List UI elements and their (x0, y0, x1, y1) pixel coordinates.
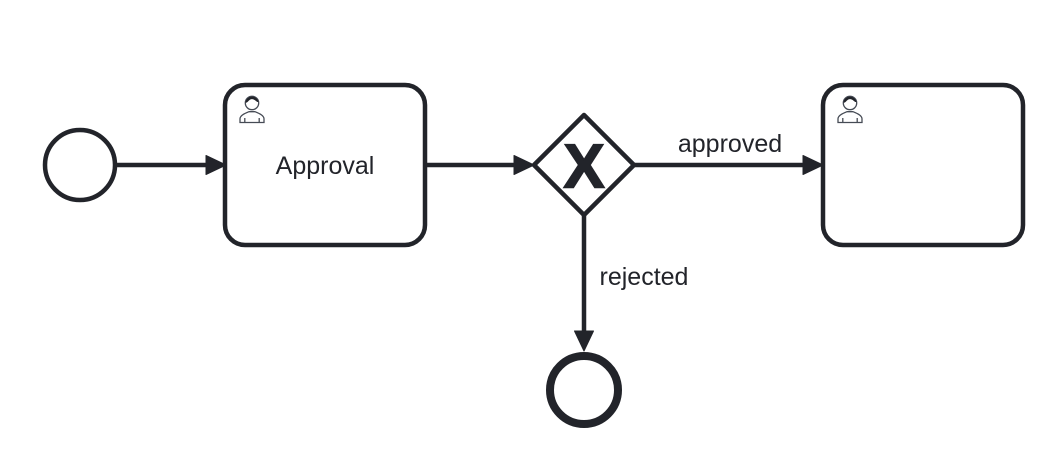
task-label: Approval (276, 152, 375, 180)
arrowhead-icon (574, 330, 594, 352)
user-icon (239, 95, 265, 124)
exclusive-gateway[interactable]: X (531, 112, 637, 218)
sequence-flow-start-to-approval[interactable] (117, 155, 227, 175)
end-event-circle[interactable] (546, 352, 622, 428)
user-task-approved-target[interactable] (820, 82, 1026, 248)
sequence-flow-approved[interactable]: approved (634, 130, 824, 175)
flow-label-approved[interactable]: approved (678, 130, 782, 158)
user-task-approval[interactable]: Approval (222, 82, 428, 248)
arrowhead-icon (802, 155, 824, 175)
end-event[interactable] (546, 352, 622, 428)
arrowhead-icon (513, 155, 535, 175)
start-event-circle[interactable] (42, 127, 118, 203)
task-rect[interactable] (820, 82, 1026, 248)
user-icon (837, 95, 863, 124)
sequence-flow-approval-to-gateway[interactable] (425, 155, 535, 175)
sequence-flow-rejected[interactable]: rejected (574, 215, 689, 352)
arrowhead-icon (205, 155, 227, 175)
flow-label-rejected[interactable]: rejected (600, 263, 689, 291)
start-event[interactable] (42, 127, 118, 203)
gateway-x-marker-icon: X (563, 133, 604, 202)
